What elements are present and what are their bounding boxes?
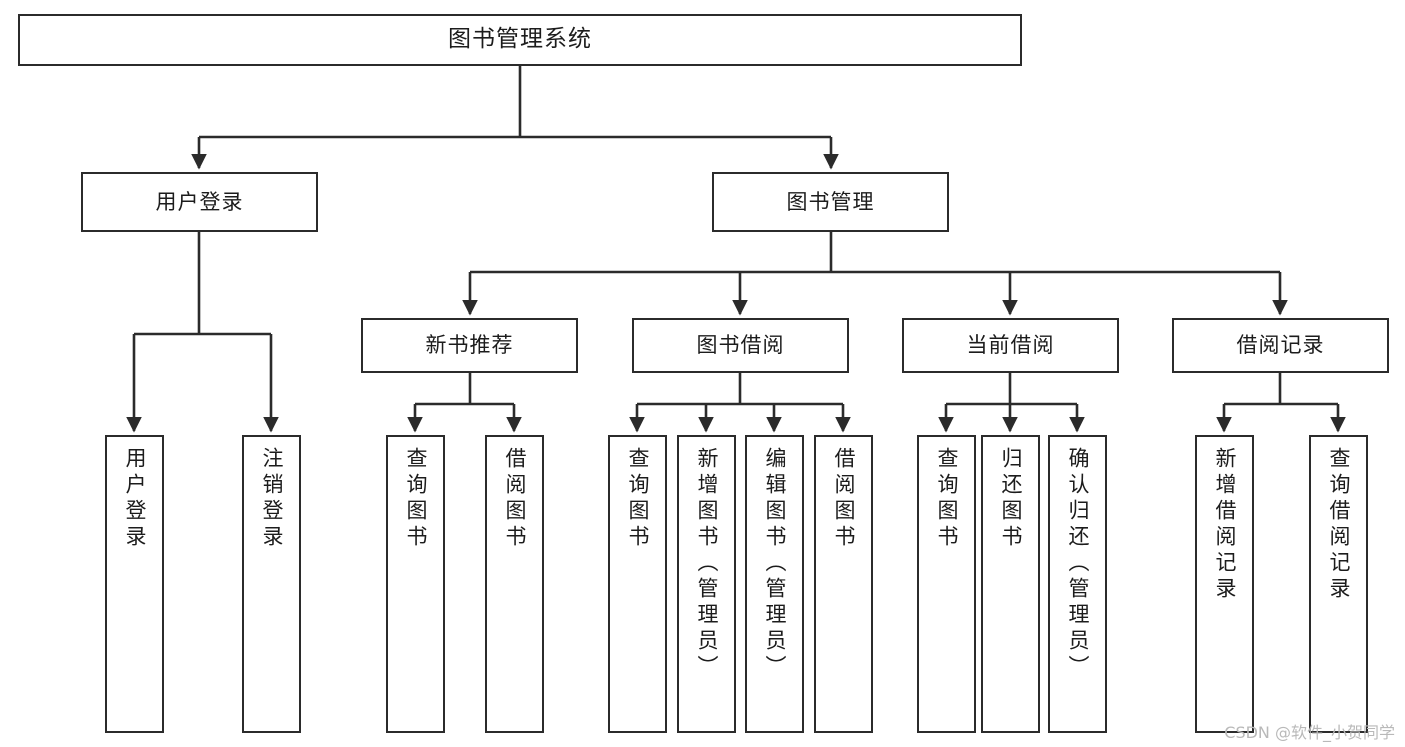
node-book-borrow[interactable]: 图书借阅	[632, 318, 849, 373]
node-label: 用户登录	[123, 447, 147, 551]
node-label: 确认归还（管理员）	[1066, 447, 1090, 681]
leaf-query-book-recommend[interactable]: 查询图书	[386, 435, 445, 733]
node-label: 用户登录	[155, 189, 244, 214]
node-label: 注销登录	[260, 447, 284, 551]
leaf-borrow-book-recommend[interactable]: 借阅图书	[485, 435, 544, 733]
node-label: 归还图书	[999, 447, 1023, 551]
node-root-system[interactable]: 图书管理系统	[18, 14, 1022, 66]
leaf-query-book-current[interactable]: 查询图书	[917, 435, 976, 733]
node-label: 新增借阅记录	[1213, 447, 1237, 603]
leaf-borrow-book-borrow[interactable]: 借阅图书	[814, 435, 873, 733]
node-label: 新书推荐	[425, 333, 514, 358]
leaf-user-login[interactable]: 用户登录	[105, 435, 164, 733]
node-label: 借阅记录	[1236, 333, 1325, 358]
node-label: 查询图书	[626, 447, 650, 551]
node-user-login[interactable]: 用户登录	[81, 172, 318, 232]
node-label: 查询图书	[404, 447, 428, 551]
leaf-add-borrow-record[interactable]: 新增借阅记录	[1195, 435, 1254, 733]
node-new-book-recommend[interactable]: 新书推荐	[361, 318, 578, 373]
node-book-manage[interactable]: 图书管理	[712, 172, 949, 232]
leaf-query-book-borrow[interactable]: 查询图书	[608, 435, 667, 733]
leaf-confirm-return-admin[interactable]: 确认归还（管理员）	[1048, 435, 1107, 733]
leaf-edit-book-admin[interactable]: 编辑图书（管理员）	[745, 435, 804, 733]
csdn-watermark: CSDN @软件_小贺同学	[1224, 723, 1395, 742]
node-label: 图书管理系统	[448, 26, 592, 53]
node-label: 图书借阅	[696, 333, 785, 358]
node-label: 图书管理	[786, 189, 875, 214]
leaf-return-book[interactable]: 归还图书	[981, 435, 1040, 733]
node-label: 编辑图书（管理员）	[763, 447, 787, 681]
node-label: 当前借阅	[966, 333, 1055, 358]
node-label: 查询图书	[935, 447, 959, 551]
node-label: 借阅图书	[503, 447, 527, 551]
node-label: 查询借阅记录	[1327, 447, 1351, 603]
leaf-user-logout[interactable]: 注销登录	[242, 435, 301, 733]
node-current-borrow[interactable]: 当前借阅	[902, 318, 1119, 373]
leaf-query-borrow-record[interactable]: 查询借阅记录	[1309, 435, 1368, 733]
node-borrow-record[interactable]: 借阅记录	[1172, 318, 1389, 373]
node-label: 借阅图书	[832, 447, 856, 551]
leaf-add-book-admin[interactable]: 新增图书（管理员）	[677, 435, 736, 733]
node-label: 新增图书（管理员）	[695, 447, 719, 681]
